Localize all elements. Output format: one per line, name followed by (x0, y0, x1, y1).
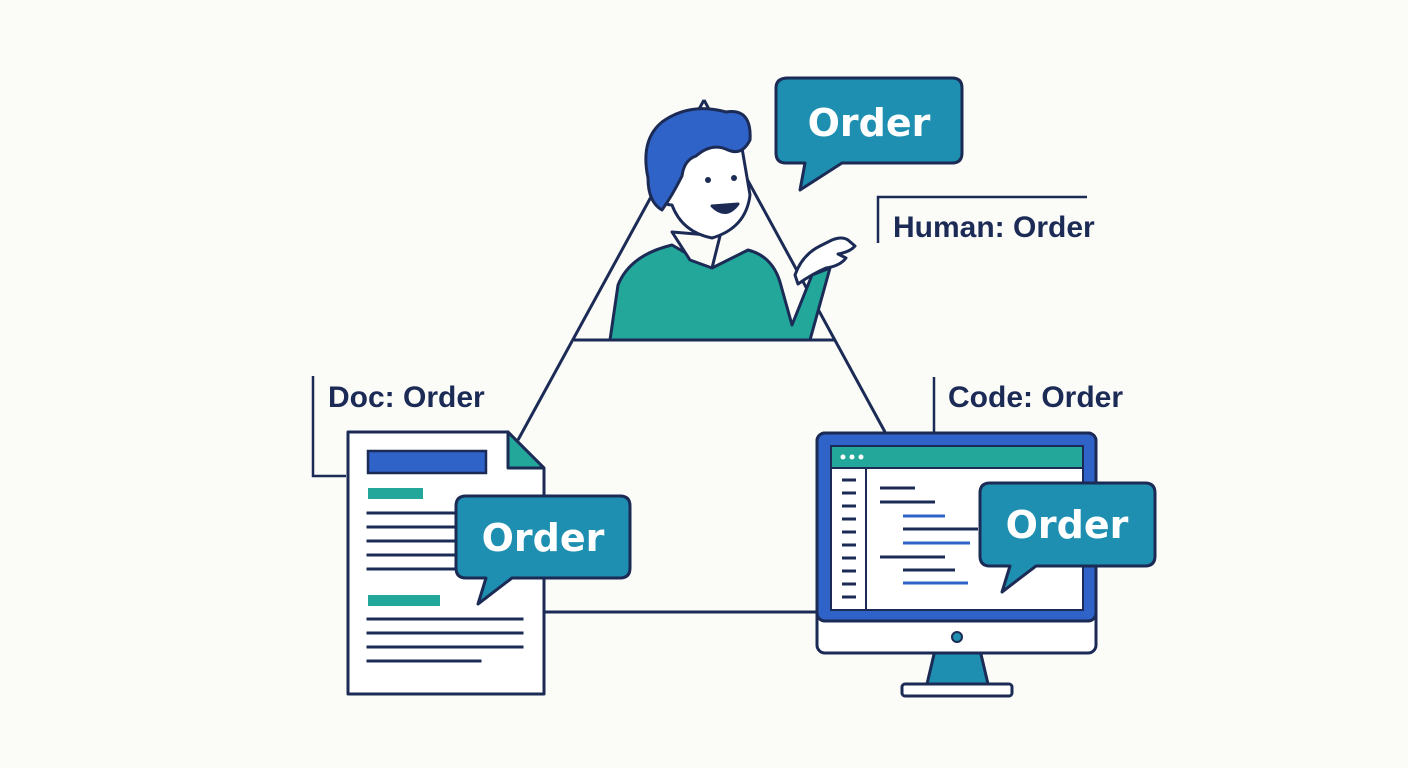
doc-bubble-text: Order (482, 516, 605, 560)
person-eye-right (731, 175, 737, 181)
gutter-marks (842, 478, 856, 599)
code-bubble-shape (978, 481, 1157, 594)
document-heading-1 (368, 488, 423, 499)
document-title-bar (366, 449, 488, 475)
speech-bubble-icon: Order (978, 481, 1157, 594)
doc-bubble-shape (454, 494, 632, 606)
person-icon (608, 107, 857, 342)
monitor-base (900, 682, 1014, 698)
code-label-text: Code: Order (948, 381, 1123, 414)
document-heading-2 (368, 595, 440, 606)
speech-bubble-icon: Order (774, 76, 964, 192)
human-label: Human: Order (876, 195, 1095, 244)
person-eye-left (705, 177, 711, 183)
doc-label-text: Doc: Order (328, 381, 485, 414)
code-lines (880, 486, 978, 585)
human-label-bracket (876, 195, 1087, 243)
human-bubble-text: Order (808, 101, 931, 145)
window-dot (849, 454, 855, 460)
doc-label: Doc: Order (311, 376, 485, 478)
speech-bubble-icon: Order (454, 494, 632, 606)
monitor-title-bar (830, 445, 1084, 469)
window-dot (840, 454, 846, 460)
doc-label-bracket (311, 376, 346, 478)
person-torso (608, 243, 832, 342)
document-fold (506, 430, 546, 470)
human-label-text: Human: Order (893, 211, 1095, 244)
code-bubble-text: Order (1006, 503, 1129, 547)
person-mouth (710, 202, 740, 214)
person-hair (644, 107, 752, 212)
window-dot (858, 454, 864, 460)
human-bubble-shape (774, 76, 964, 192)
code-label: Code: Order (932, 377, 1123, 432)
monitor-stand (925, 648, 990, 686)
person-hand (793, 236, 857, 286)
monitor-power-button (951, 631, 963, 643)
document-text-lines (366, 511, 524, 663)
